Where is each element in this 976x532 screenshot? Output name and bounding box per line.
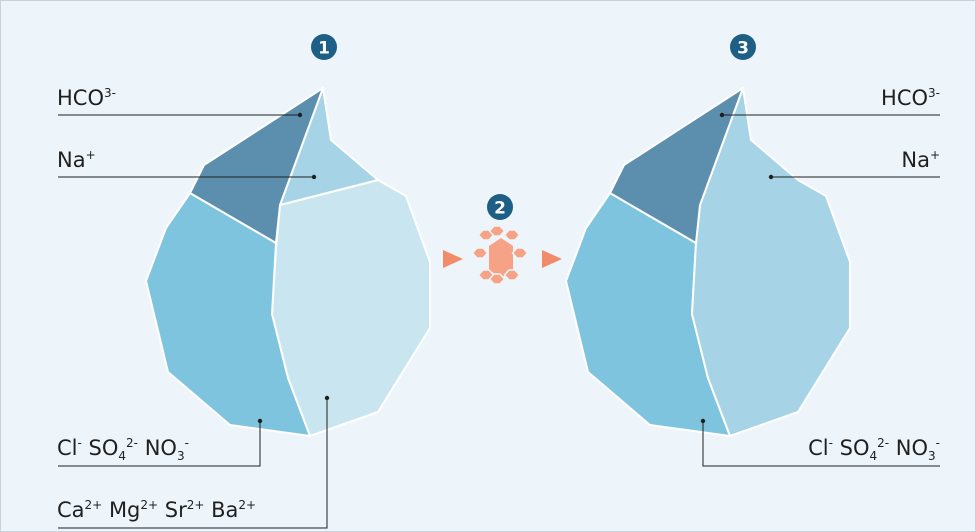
right-na-label: Na+ — [901, 150, 940, 171]
left-hco3-label: HCO3- — [57, 88, 116, 109]
right-anions-label: Cl- SO42- NO3- — [808, 438, 940, 459]
right-na-dot — [769, 175, 773, 179]
right-hco3-dot — [720, 113, 724, 117]
step-2-number: 2 — [494, 199, 506, 219]
right-hco3-label: HCO3- — [881, 88, 940, 109]
left-cations-label: Ca2+ Mg2+ Sr2+ Ba2+ — [57, 500, 256, 521]
step-1-number: 1 — [318, 39, 330, 59]
left-cation-dot — [325, 396, 329, 400]
step-badge-1: 1 — [311, 34, 337, 60]
left-anion-dot — [258, 419, 262, 423]
right-anion-dot — [701, 419, 705, 423]
left-drop — [146, 88, 430, 436]
left-arrow-icon — [443, 250, 463, 268]
step-badge-2: 2 — [487, 194, 513, 220]
exchange-resin-icon — [473, 226, 528, 284]
left-na-dot — [312, 175, 316, 179]
left-na-label: Na+ — [57, 150, 96, 171]
right-arrow-icon — [542, 250, 562, 268]
left-anions-label: Cl- SO42- NO3- — [57, 438, 189, 459]
right-drop — [566, 88, 850, 436]
left-hco3-dot — [298, 113, 302, 117]
step-badge-3: 3 — [730, 34, 756, 60]
step-3-number: 3 — [737, 39, 749, 59]
